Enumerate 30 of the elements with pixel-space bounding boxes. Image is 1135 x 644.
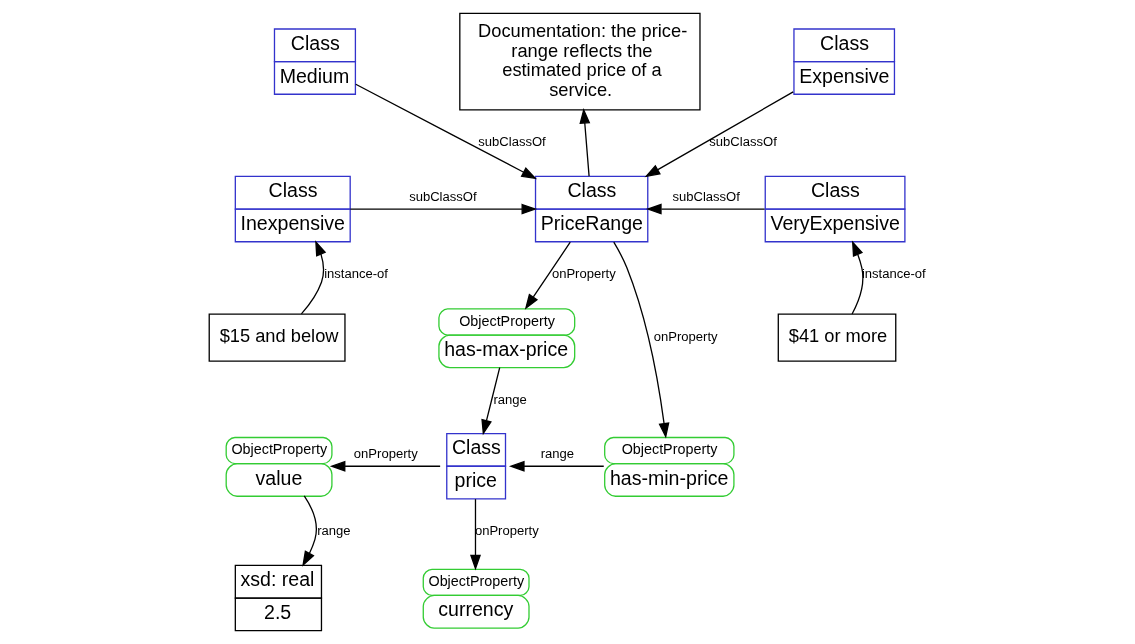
edge-label: subClassOf [672,189,740,205]
arrow [481,366,501,436]
edge-label: onProperty [551,266,616,282]
node-box: Documentation: the price-range reflects the estimated price of a service. [459,12,701,111]
edge-label: onProperty [353,446,418,462]
arrow [613,241,670,439]
edge-label: subClassOf [409,189,477,205]
arrow [355,83,538,180]
edge-label: instance-of [324,266,388,282]
edge-label: subClassOf [478,134,546,150]
edge-label: subClassOf [709,134,777,150]
edge-label: onProperty [653,328,718,344]
edge-label: onProperty [474,523,539,539]
arrow [851,240,864,315]
edge-label: instance-of [861,266,926,282]
arrow [349,203,538,215]
arrow [329,460,441,472]
arrow [644,91,794,178]
arrow [302,495,317,567]
edge-label: range [493,391,527,407]
arrow [524,241,571,310]
arrow [645,203,766,215]
arrow [579,108,591,177]
node-box: $41 or more [777,313,897,362]
edge-label: range [317,523,351,539]
arrow [470,498,481,571]
arrow [300,240,327,315]
node-box: $15 and below [208,313,346,362]
edge-label: range [540,446,575,462]
arrow [508,460,605,472]
